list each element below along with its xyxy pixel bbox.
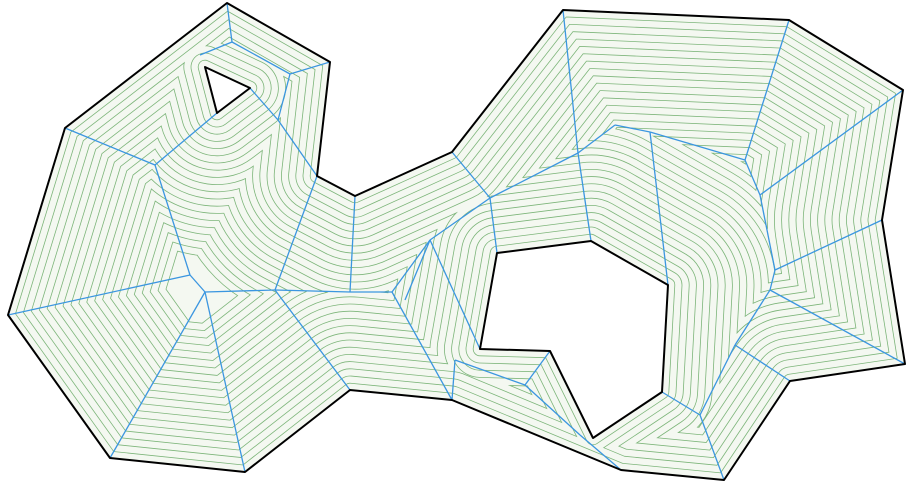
offset-contours xyxy=(8,3,905,480)
